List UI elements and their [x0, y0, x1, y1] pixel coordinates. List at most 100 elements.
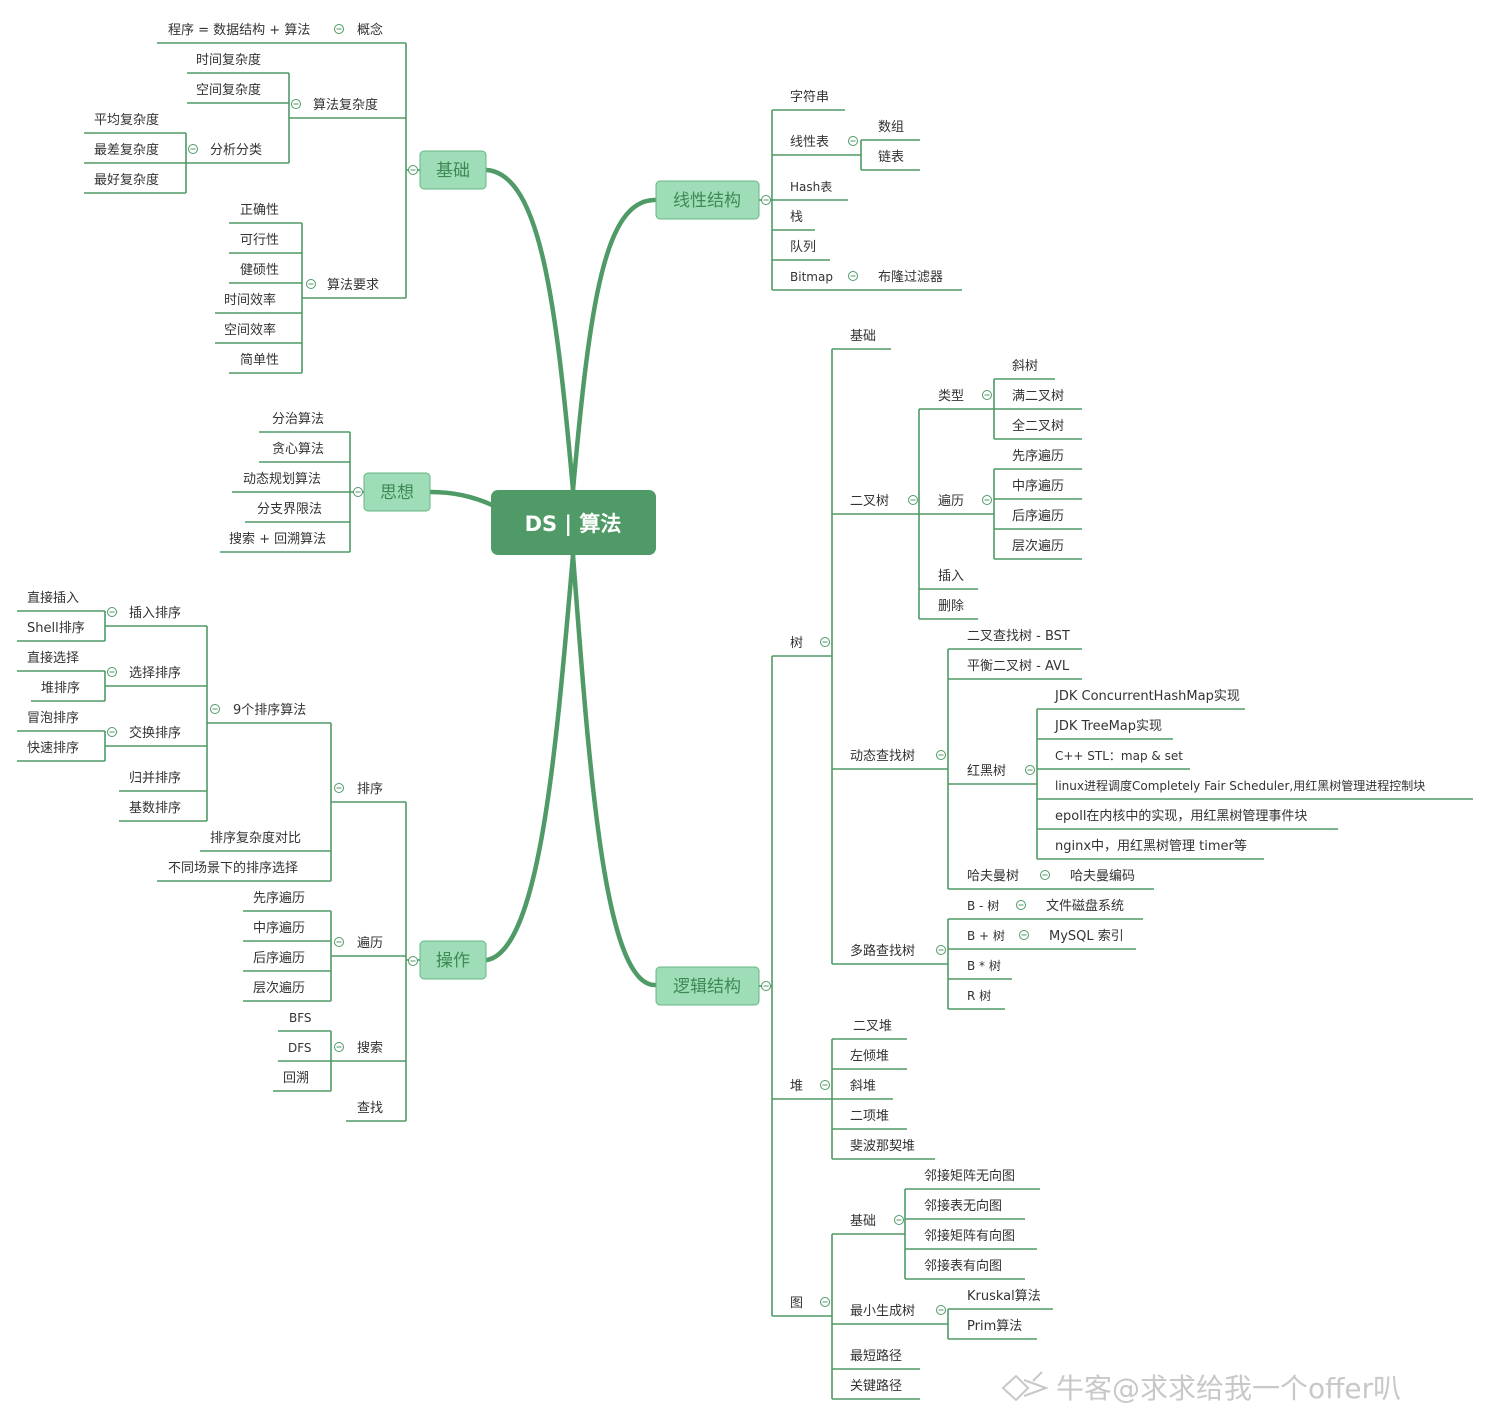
- node-hafuman-item: 哈夫曼编码: [1070, 869, 1135, 884]
- node-bshu-item: 文件磁盘系统: [1046, 898, 1124, 914]
- node-sixiang-item: 分治算法: [272, 412, 324, 427]
- collapse-toggle-icon[interactable]: [761, 195, 771, 205]
- node-zifuchuan: 字符串: [790, 89, 829, 105]
- collapse-toggle-icon[interactable]: [107, 607, 117, 617]
- node-xuanze-item: 直接选择: [27, 650, 79, 666]
- node-bianli-item: 先序遍历: [253, 890, 305, 906]
- node-charu-item: Shell排序: [27, 621, 85, 636]
- collapse-toggle-icon[interactable]: [334, 24, 344, 34]
- collapse-toggle-icon[interactable]: [1025, 765, 1035, 775]
- collapse-toggle-icon[interactable]: [820, 1297, 830, 1307]
- node-shu-jichu: 基础: [850, 329, 876, 344]
- branch-sixiang: 分治算法 贪心算法 动态规划算法 分支界限法 搜索 + 回溯算法: [220, 412, 364, 553]
- collapse-toggle-icon[interactable]: [107, 667, 117, 677]
- collapse-toggle-icon[interactable]: [936, 750, 946, 760]
- node-jiuge-item: 基数排序: [129, 801, 181, 816]
- collapse-toggle-icon[interactable]: [1040, 870, 1050, 880]
- node-tu-jichu-item: 邻接表无向图: [924, 1198, 1002, 1214]
- node-xianxingbiao: 线性表: [790, 135, 829, 150]
- node-hafuman: 哈夫曼树: [967, 869, 1019, 884]
- node-tu: 图: [790, 1296, 803, 1311]
- collapse-toggle-icon[interactable]: [408, 956, 418, 966]
- collapse-toggle-icon[interactable]: [936, 945, 946, 955]
- node-zuixiao: 最小生成树: [850, 1304, 915, 1319]
- collapse-toggle-icon[interactable]: [188, 144, 198, 154]
- branch-jichu: 概念 程序 = 数据结构 + 算法 算法复杂度 时间复杂度 空间复杂度 分析分类…: [84, 22, 420, 374]
- node-sixiang-item: 分支界限法: [257, 502, 322, 517]
- collapse-toggle-icon[interactable]: [1019, 930, 1029, 940]
- node-hongheishu: 红黑树: [967, 763, 1006, 779]
- node-fenxi: 分析分类: [210, 143, 262, 158]
- topic-luoji[interactable]: 逻辑结构: [655, 966, 760, 1006]
- topic-xianxing[interactable]: 线性结构: [655, 180, 760, 220]
- node-jiaohuan-item: 快速排序: [27, 741, 79, 756]
- collapse-toggle-icon[interactable]: [848, 271, 858, 281]
- topic-sixiang-label: 思想: [380, 483, 414, 503]
- center-node[interactable]: DS | 算法: [491, 490, 656, 555]
- node-gainian: 概念: [357, 22, 383, 38]
- node-sousuo: 搜索: [357, 1041, 383, 1056]
- collapse-toggle-icon[interactable]: [334, 937, 344, 947]
- node-rshu: R 树: [967, 988, 991, 1003]
- node-xianxingbiao-item: 链表: [878, 150, 904, 165]
- collapse-toggle-icon[interactable]: [334, 1042, 344, 1052]
- node-dongtai: 动态查找树: [850, 749, 915, 764]
- node-tu-jichu-item: 邻接表有向图: [924, 1258, 1002, 1274]
- collapse-toggle-icon[interactable]: [820, 1080, 830, 1090]
- node-dui-item: 斜堆: [850, 1079, 876, 1094]
- node-jiaohuan: 交换排序: [129, 725, 181, 741]
- topic-caozuo[interactable]: 操作: [419, 940, 487, 980]
- collapse-toggle-icon[interactable]: [820, 637, 830, 647]
- watermark: 牛客@求求给我一个offer叭: [1001, 1371, 1401, 1405]
- collapse-toggle-icon[interactable]: [107, 727, 117, 737]
- node-dui-item: 斐波那契堆: [850, 1139, 915, 1154]
- node-yaoqiu: 算法要求: [327, 278, 379, 293]
- branch-caozuo: 排序 9个排序算法 插入排序 直接插入 Shell排序 选择排序 直接选择 堆排…: [17, 590, 420, 1122]
- node-yaoqiu-item: 正确性: [240, 203, 279, 218]
- node-paixu-item: 排序复杂度对比: [210, 830, 301, 846]
- node-bitmap-item: 布隆过滤器: [878, 270, 943, 285]
- topic-jichu[interactable]: 基础: [419, 150, 487, 190]
- collapse-toggle-icon[interactable]: [908, 495, 918, 505]
- node-hongheishu-item: JDK TreeMap实现: [1054, 719, 1162, 734]
- node-bshu: B - 树: [967, 898, 999, 913]
- topic-caozuo-label: 操作: [436, 951, 470, 971]
- collapse-toggle-icon[interactable]: [936, 1305, 946, 1315]
- center-label: DS | 算法: [525, 512, 622, 537]
- node-ercha-bianli: 遍历: [938, 493, 964, 509]
- topic-jichu-label: 基础: [436, 161, 470, 181]
- node-charu: 插入排序: [129, 606, 181, 621]
- node-fenxi-item: 最差复杂度: [94, 142, 159, 158]
- node-sousuo-item: 回溯: [283, 1070, 309, 1086]
- node-tu-item: 关键路径: [850, 1378, 902, 1394]
- node-dongtai-item: 平衡二叉树 - AVL: [967, 659, 1070, 674]
- node-xianxingbiao-item: 数组: [878, 120, 904, 135]
- node-duolu: 多路查找树: [850, 943, 915, 959]
- collapse-toggle-icon[interactable]: [894, 1215, 904, 1225]
- topic-luoji-label: 逻辑结构: [673, 977, 741, 997]
- node-sousuo-item: BFS: [289, 1011, 312, 1025]
- node-zhan: 栈: [790, 210, 803, 225]
- node-ercha-bianli-item: 层次遍历: [1012, 538, 1064, 554]
- collapse-toggle-icon[interactable]: [291, 99, 301, 109]
- collapse-toggles[interactable]: [107, 24, 1050, 1315]
- collapse-toggle-icon[interactable]: [1016, 900, 1026, 910]
- collapse-toggle-icon[interactable]: [982, 390, 992, 400]
- node-leixing-item: 满二叉树: [1012, 389, 1064, 404]
- collapse-toggle-icon[interactable]: [982, 495, 992, 505]
- node-bianli-item: 后序遍历: [253, 950, 305, 966]
- collapse-toggle-icon[interactable]: [848, 136, 858, 146]
- collapse-toggle-icon[interactable]: [334, 783, 344, 793]
- node-yaoqiu-item: 空间效率: [224, 322, 276, 338]
- node-paixu: 排序: [357, 782, 383, 797]
- collapse-toggle-icon[interactable]: [761, 981, 771, 991]
- collapse-toggle-icon[interactable]: [306, 279, 316, 289]
- node-gainian-item: 程序 = 数据结构 + 算法: [168, 23, 310, 38]
- branch-xianxing: 字符串 线性表 数组 链表 Hash表 栈 队列 Bitmap 布隆过滤器: [759, 89, 962, 291]
- collapse-toggle-icon[interactable]: [408, 165, 418, 175]
- topic-sixiang[interactable]: 思想: [363, 472, 431, 512]
- node-jiuge-item: 归并排序: [129, 771, 181, 786]
- collapse-toggle-icon[interactable]: [210, 704, 220, 714]
- collapse-toggle-icon[interactable]: [353, 487, 363, 497]
